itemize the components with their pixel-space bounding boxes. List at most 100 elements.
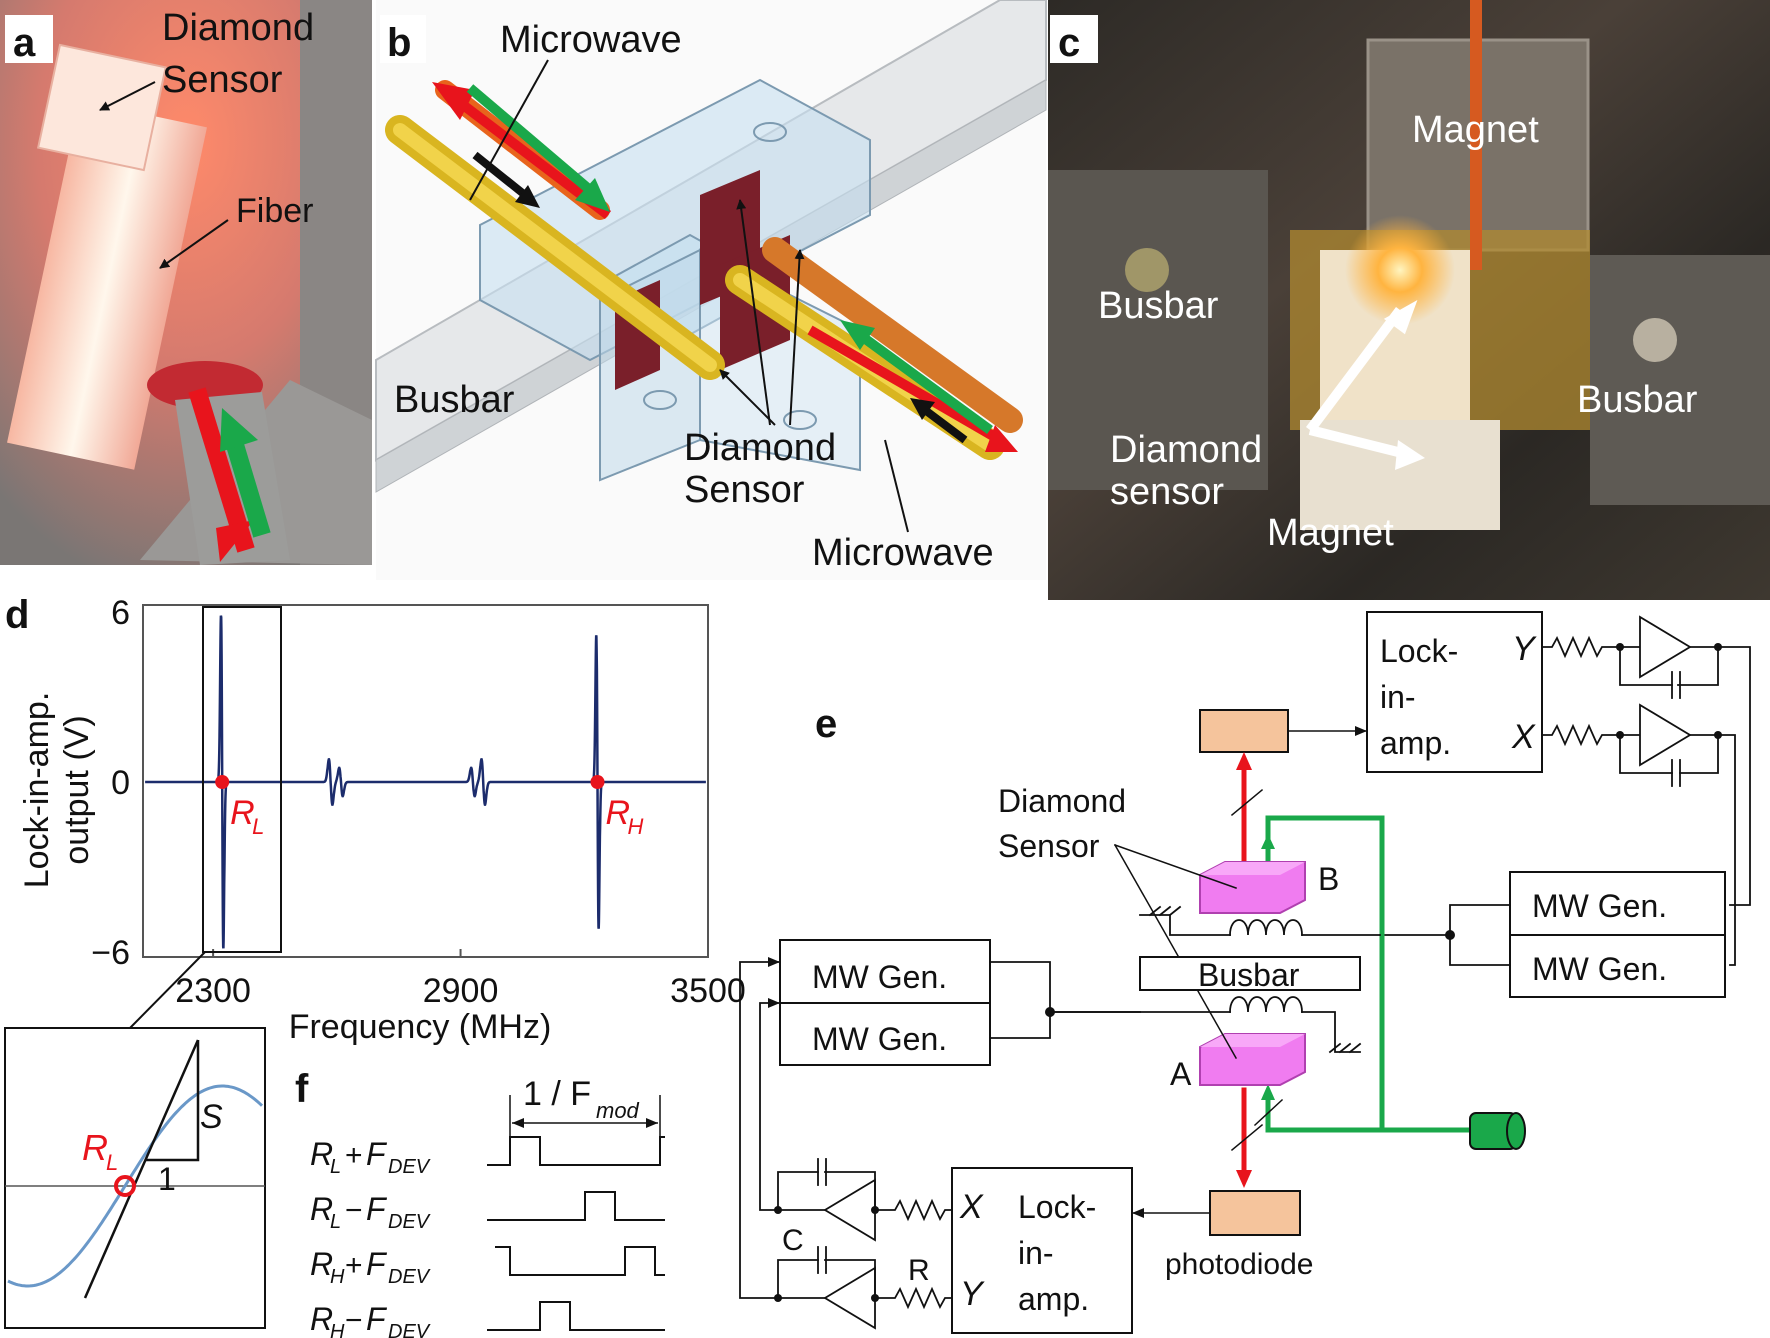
timing-waveform [487,1301,665,1331]
y-tick-label: 6 [111,594,130,632]
busbar-left-label: Busbar [1098,285,1219,327]
microwave-red-arrow-right [807,325,1003,445]
sensor-a-label: A [1170,1056,1192,1092]
microwave-top-label: Microwave [500,19,682,61]
resonance-label: R [230,794,255,832]
lockin-bot-x: X [959,1188,984,1226]
magnet-bottom-label: Magnet [1267,512,1394,554]
timing-row-base-sub: H [330,1266,345,1288]
plot-frame [142,604,709,958]
holder-block [479,78,871,362]
inset-marker-label: R [82,1127,108,1168]
timing-row-op: + [345,1139,363,1172]
panel-e-diagram: e Lock- in- amp. Y X MW Gen. MW Gen. [739,611,1751,1334]
timing-row-base: R [310,1301,333,1337]
chart-ylabel-1: Lock-in-amp. [18,692,56,889]
timing-waveform [487,1191,665,1221]
zoom-connector [129,951,206,1029]
lockin-amp-bottom [951,1167,1133,1334]
resonance-label: R [605,794,630,832]
resonance-marker [215,775,230,789]
y-ticks: 60−6 [91,594,130,972]
busbar-right-label: Busbar [1577,379,1698,421]
panel-a-letter-bg [5,15,53,63]
spectrum-trace [145,615,706,949]
diamond-sensor-label-c2: sensor [1110,471,1224,513]
panel-a-letter: a [13,21,36,65]
timing-row-dev-sub: DEV [388,1266,431,1288]
diamond-sensor-label-a2: Sensor [162,59,283,101]
timing-row-dev-sub: DEV [388,1321,431,1338]
timing-row-dev: F [366,1191,388,1227]
busbar-label-e: Busbar [1198,957,1300,993]
diamond-sensor-label-b2: Sensor [684,469,805,511]
green-arrow-shaft [223,432,271,538]
diamond-sensor-label-e2: Sensor [998,828,1100,864]
lockin-amp-top [1366,611,1543,773]
resonance-label-sub: H [627,814,643,839]
timing-row-dev: F [366,1246,388,1282]
panel-b-cad: b Microwave Busbar Diamond Sensor Microw… [375,0,1047,580]
lockin-bot-l1: Lock- [1018,1189,1096,1225]
panel-d-letter: d [5,593,29,637]
lockin-bot-y: Y [960,1275,985,1313]
photodiode-bottom [1209,1190,1301,1236]
timing-row-op: + [345,1249,363,1282]
timing-row-base-sub: H [330,1321,345,1338]
timing-row-base: R [310,1136,333,1172]
mw-gen-top-1: MW Gen. [1532,888,1667,924]
chart-xlabel: Frequency (MHz) [289,1008,552,1046]
y-tick-label: 0 [111,764,130,802]
zoom-inset [4,1027,266,1329]
chart-ylabel-2: output (V) [58,715,96,864]
lockin-top-y: Y [1512,630,1537,668]
panel-a-photo: a Diamond Sensor Fiber [0,0,372,565]
diamond-sensor-block [36,43,167,172]
x-ticks: 2300 2900 3500 [175,949,746,1010]
coax-right-upper [762,237,1023,433]
x-tick-label: 2300 [175,972,251,1010]
slope-line [83,1039,200,1299]
busbar-element [1139,956,1361,991]
timing-waveform [495,1246,665,1276]
busbar-right-photo [1590,255,1770,505]
magnet-top-label: Magnet [1412,109,1539,151]
timing-row-base-sub: L [330,1156,341,1178]
timing-row-dev-sub: DEV [388,1211,431,1233]
mw-gen-top-2: MW Gen. [1532,951,1667,987]
x-tick-label: 3500 [670,972,746,1010]
lockin-top-l3: amp. [1380,725,1451,761]
microwave-green-arrow-left [466,84,594,194]
photodiode-label: photodiode [1165,1248,1313,1281]
microwave-green-arrow-right [857,330,993,435]
diamond-sensor-label-c: Diamond [1110,429,1262,471]
period-sub: mod [596,1098,640,1123]
panel-b-letter: b [387,21,411,65]
inset-slope-label: S [200,1098,223,1136]
timing-row-dev: F [366,1301,388,1337]
sensor-b-label: B [1318,861,1339,897]
lockin-top-l1: Lock- [1380,633,1458,669]
inset-rl-marker [114,1175,136,1197]
period-label: 1 / F [523,1075,591,1113]
x-tick-label: 2900 [423,972,499,1010]
photodiode-top [1199,709,1289,753]
resistor-label: R [908,1254,930,1287]
lockin-top-l2: in- [1380,679,1416,715]
green-arrow-head [220,408,258,452]
busbar-left-photo [1048,170,1268,490]
timing-row-op: − [345,1304,363,1337]
fiber-cable [1470,0,1482,270]
microwave-bottom-label: Microwave [812,532,994,574]
inset-marker-sub: L [106,1150,118,1175]
lockin-bot-l3: amp. [1018,1281,1089,1317]
red-arrow-head [216,520,254,562]
diamond-sensor-label-e: Diamond [998,783,1126,819]
fiber-label: Fiber [236,192,313,230]
resonance-marker [590,775,605,789]
resonance-label-sub: L [252,814,264,839]
fiber-body [7,100,207,470]
